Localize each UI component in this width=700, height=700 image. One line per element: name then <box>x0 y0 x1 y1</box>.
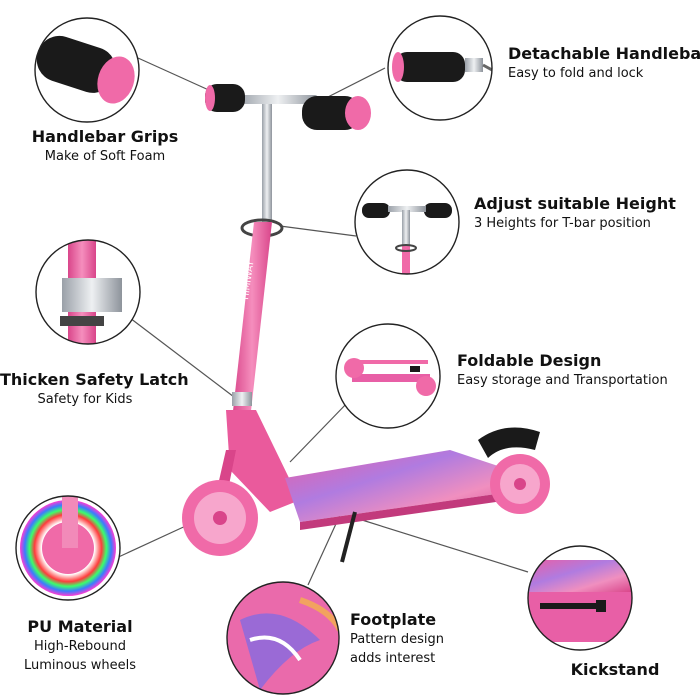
scooter-main: HIMIWAY <box>182 84 550 563</box>
feature-adjust-height: Adjust suitable Height 3 Heights for T-b… <box>474 194 694 233</box>
feature-handlebar-grips: Handlebar Grips Make of Soft Foam <box>20 127 190 166</box>
feature-title: Footplate <box>350 610 437 629</box>
detail-detachable <box>387 15 493 121</box>
pink-stem <box>232 222 272 420</box>
feature-subtitle: Safety for Kids <box>37 392 133 407</box>
right-grip-cap <box>345 96 371 130</box>
feature-footplate: Footplate Pattern design adds interest <box>350 610 490 668</box>
connector-fold <box>289 399 351 463</box>
feature-safety-latch: Thicken Safety Latch Safety for Kids <box>0 370 189 409</box>
detail-pu-wheel <box>15 495 121 601</box>
frame-head <box>226 410 300 512</box>
connector-pu <box>111 523 191 561</box>
rear-wheel-hub <box>514 478 526 490</box>
feature-subtitle: Pattern design <box>350 632 445 647</box>
feature-subtitle: Make of Soft Foam <box>44 149 166 164</box>
feature-title: Foldable Design <box>457 351 602 370</box>
left-grip-cap <box>205 85 215 111</box>
feature-title: Kickstand <box>570 660 660 679</box>
connector-height <box>279 225 357 237</box>
detail-height <box>354 169 460 275</box>
detail-foldable <box>335 323 441 429</box>
connector-latch <box>129 317 239 401</box>
feature-kickstand: Kickstand <box>540 660 690 680</box>
detail-grips <box>34 17 140 123</box>
right-grip <box>302 96 360 130</box>
handlebar-bar <box>238 95 318 104</box>
feature-subtitle: adds interest <box>350 651 436 666</box>
feature-subtitle: Easy storage and Transportation <box>457 373 668 388</box>
connector-detach <box>321 67 386 101</box>
safety-latch <box>232 392 252 406</box>
left-grip <box>205 84 245 112</box>
feature-title: Adjust suitable Height <box>474 194 676 213</box>
feature-subtitle: Easy to fold and lock <box>508 66 644 81</box>
connector-lines <box>111 57 529 586</box>
feature-title: Handlebar Grips <box>31 127 179 146</box>
kickstand-leg <box>340 511 357 563</box>
feature-foldable-design: Foldable Design Easy storage and Transpo… <box>457 351 697 390</box>
feature-subtitle: Luminous wheels <box>23 658 137 673</box>
feature-pu-material: PU Material High-Rebound Luminous wheels <box>0 617 160 675</box>
detail-latch <box>35 239 141 345</box>
feature-detachable-handlebars: Detachable Handlebars Easy to fold and l… <box>508 44 700 83</box>
chrome-stem <box>262 104 272 222</box>
feature-title: PU Material <box>27 617 133 636</box>
feature-subtitle: High-Rebound <box>34 639 126 654</box>
detail-footplate <box>226 581 340 695</box>
connector-kick <box>361 519 529 573</box>
front-wheel-hub <box>213 511 227 525</box>
feature-subtitle: 3 Heights for T-bar position <box>474 216 651 231</box>
detail-kickstand <box>527 545 633 651</box>
feature-title: Thicken Safety Latch <box>0 370 189 389</box>
rear-fender <box>478 427 540 458</box>
connector-foot <box>307 514 341 586</box>
deck <box>285 450 510 522</box>
feature-title: Detachable Handlebars <box>508 44 700 63</box>
